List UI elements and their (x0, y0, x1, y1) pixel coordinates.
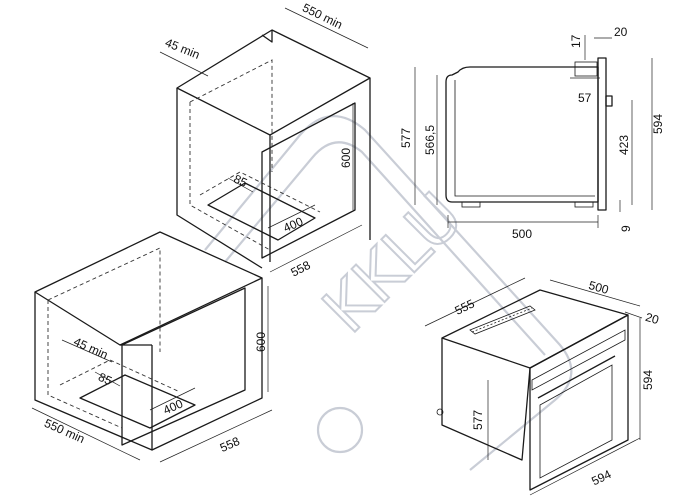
under-width-label: 558 (218, 434, 242, 455)
side-body-height-label: 577 (399, 128, 413, 148)
side-front-depth-label: 20 (614, 25, 628, 39)
iso-door-window (539, 364, 613, 479)
iso-body-height-label: 577 (471, 410, 485, 430)
column-base-dimension-line (267, 204, 316, 229)
column-depth-label: 550 min (300, 1, 345, 32)
watermark-text: KKLU (309, 180, 477, 348)
side-inner-line (454, 80, 595, 197)
iso-top-depth-line (549, 279, 641, 307)
under-width-dimension-line (159, 409, 273, 463)
under-inner-base (59, 359, 181, 393)
under-cutout-label: 85 (96, 370, 114, 388)
iso-door-handle (537, 355, 616, 399)
column-top-face (176, 29, 371, 136)
side-panel-label: 17 (569, 34, 583, 48)
column-depth-dimension-line (284, 7, 369, 49)
side-inner-height-label: 566,5 (423, 125, 437, 155)
side-foot-rear (461, 201, 481, 208)
under-counter-cabinet: 45 min 85 400 600 558 550 min (31, 231, 273, 463)
under-inner-back (47, 247, 161, 352)
column-gap-label: 45 min (163, 35, 202, 61)
column-left-face (176, 88, 263, 269)
watermark-tag-outline (204, 115, 573, 471)
iso-left-face (441, 338, 531, 461)
watermark-tag-hole (316, 406, 364, 454)
iso-front-depth-line (624, 311, 643, 319)
iso-control-strip (531, 329, 626, 391)
iso-width-line (529, 437, 641, 496)
column-inner-base (199, 171, 321, 213)
column-base-label: 400 (281, 214, 305, 235)
under-base-dimension-line (149, 387, 196, 411)
under-niche-opening (121, 287, 246, 446)
side-total-height-label: 594 (651, 114, 665, 134)
side-door-offset-label: 57 (578, 91, 592, 105)
column-cutout-label: 85 (231, 172, 249, 190)
under-cutout-base (79, 374, 196, 429)
under-cutout-dimension-line (94, 371, 121, 387)
column-gap-dimension-line (159, 51, 209, 77)
under-left-face (34, 292, 153, 451)
iso-height-label: 594 (641, 370, 655, 390)
iso-width-label: 594 (589, 467, 613, 489)
iso-front-depth-label: 20 (644, 310, 661, 327)
column-inner-left (189, 102, 271, 251)
side-foot-front (574, 201, 594, 208)
watermark: KKLU (204, 115, 573, 471)
side-depth-label: 500 (512, 227, 532, 241)
iso-front-panel (529, 314, 629, 491)
iso-top-depth-label: 500 (587, 278, 610, 297)
column-back-notch (261, 30, 273, 43)
iso-side-knob (436, 408, 444, 416)
side-body-outline (445, 66, 599, 203)
side-handle-height-label: 423 (617, 135, 631, 155)
iso-top-vent (469, 305, 536, 335)
under-gap-label: 45 min (72, 334, 111, 361)
column-cutout-base (207, 182, 316, 241)
iso-depth-label: 555 (453, 296, 477, 318)
column-cutout-dimension-line (227, 177, 254, 193)
column-height-label: 600 (339, 148, 353, 168)
oven-iso-view: 555 500 20 594 577 594 (424, 277, 661, 496)
oven-side-view: 20 17 57 594 423 9 577 566,5 500 (399, 25, 665, 241)
under-top-face (34, 231, 263, 346)
under-gap-dimension-line (61, 339, 113, 363)
column-inner-back (189, 59, 273, 172)
under-depth-dimension-line (31, 407, 141, 461)
iso-vent-slots (471, 307, 533, 333)
side-foot-label: 9 (619, 225, 633, 232)
under-depth-label: 550 min (42, 416, 87, 446)
side-top-detail (574, 61, 598, 77)
column-cabinet: 550 min 45 min 600 85 400 558 (159, 1, 371, 280)
side-front-panel (597, 57, 607, 211)
watermark-tag-inner (224, 141, 546, 356)
under-right-face (151, 278, 263, 451)
side-handle (605, 95, 613, 107)
column-width-dimension-line (269, 224, 363, 273)
under-inner-left (47, 300, 123, 429)
iso-depth-line (424, 277, 526, 327)
under-height-label: 600 (254, 332, 268, 352)
